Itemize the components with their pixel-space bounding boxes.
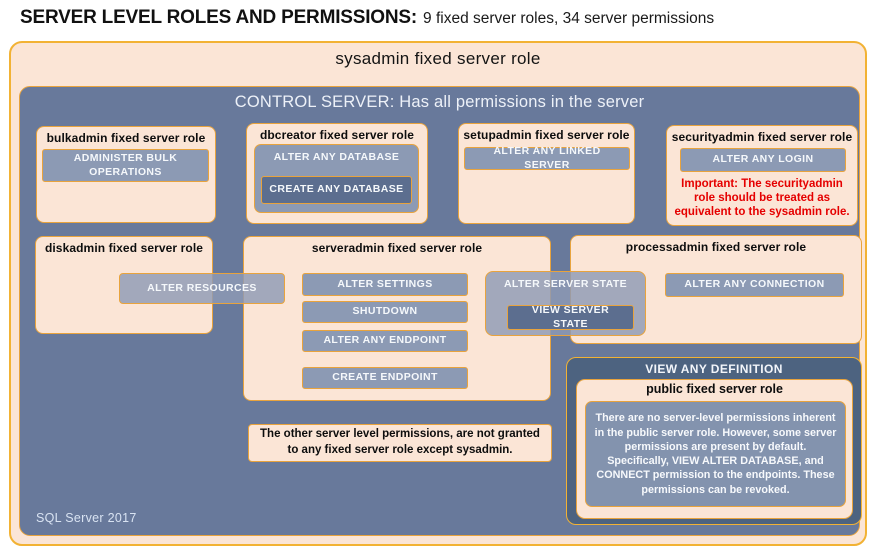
public-role-title: public fixed server role <box>646 382 783 396</box>
page-title-main: SERVER LEVEL ROLES AND PERMISSIONS: <box>20 7 418 28</box>
sql-server-version-label: SQL Server 2017 <box>36 511 137 525</box>
permission-alter-any-login: ALTER ANY LOGIN <box>680 148 846 172</box>
other-permissions-note: The other server level permissions, are … <box>248 424 552 462</box>
control-server-panel: CONTROL SERVER: Has all permissions in t… <box>19 86 862 536</box>
bulkadmin-role-title: bulkadmin fixed server role <box>46 131 206 145</box>
permission-alter-settings: ALTER SETTINGS <box>302 273 468 296</box>
dbcreator-role-box: dbcreator fixed server role ALTER ANY DA… <box>246 123 428 224</box>
permission-create-endpoint: CREATE ENDPOINT <box>302 367 468 389</box>
setupadmin-role-box: setupadmin fixed server role ALTER ANY L… <box>458 123 635 224</box>
permission-alter-any-connection: ALTER ANY CONNECTION <box>665 273 844 297</box>
sysadmin-role-title: sysadmin fixed server role <box>335 49 541 68</box>
bulkadmin-role-box: bulkadmin fixed server role ADMINISTER B… <box>36 126 216 223</box>
permission-alter-any-database: ALTER ANY DATABASE CREATE ANY DATABASE <box>254 144 419 213</box>
permission-create-any-database: CREATE ANY DATABASE <box>261 176 412 204</box>
dbcreator-role-title: dbcreator fixed server role <box>259 128 415 142</box>
securityadmin-role-title: securityadmin fixed server role <box>671 130 853 144</box>
permission-view-any-definition-label: VIEW ANY DEFINITION <box>645 362 783 376</box>
permission-view-server-state: VIEW SERVER STATE <box>507 304 634 330</box>
serveradmin-role-title: serveradmin fixed server role <box>311 241 483 255</box>
setupadmin-role-title: setupadmin fixed server role <box>463 128 630 142</box>
permission-alter-server-state: ALTER SERVER STATE VIEW SERVER STATE <box>485 271 646 336</box>
public-role-box: public fixed server role There are no se… <box>576 379 853 519</box>
permission-alter-server-state-label: ALTER SERVER STATE <box>503 278 628 290</box>
processadmin-role-title: processadmin fixed server role <box>625 240 807 254</box>
permission-alter-any-endpoint: ALTER ANY ENDPOINT <box>302 330 468 352</box>
securityadmin-warning: Important: The securityadmin role should… <box>674 178 850 219</box>
public-role-description: There are no server-level permissions in… <box>585 401 846 507</box>
permission-alter-any-linked-server: ALTER ANY LINKED SERVER <box>464 145 630 171</box>
permission-administer-bulk-operations: ADMINISTER BULK OPERATIONS <box>42 149 209 182</box>
page-title: SERVER LEVEL ROLES AND PERMISSIONS: 9 fix… <box>20 7 714 29</box>
permission-shutdown: SHUTDOWN <box>302 301 468 323</box>
permission-alter-resources: ALTER RESOURCES <box>119 273 285 304</box>
diskadmin-role-title: diskadmin fixed server role <box>44 241 204 255</box>
page-title-detail: 9 fixed server roles, 34 server permissi… <box>423 10 715 27</box>
securityadmin-role-box: securityadmin fixed server role ALTER AN… <box>666 125 858 226</box>
sysadmin-role-box: sysadmin fixed server role CONTROL SERVE… <box>9 41 867 546</box>
permission-alter-any-database-label: ALTER ANY DATABASE <box>273 151 400 163</box>
permission-view-any-definition: VIEW ANY DEFINITION public fixed server … <box>566 357 862 525</box>
control-server-title: CONTROL SERVER: Has all permissions in t… <box>234 93 645 111</box>
